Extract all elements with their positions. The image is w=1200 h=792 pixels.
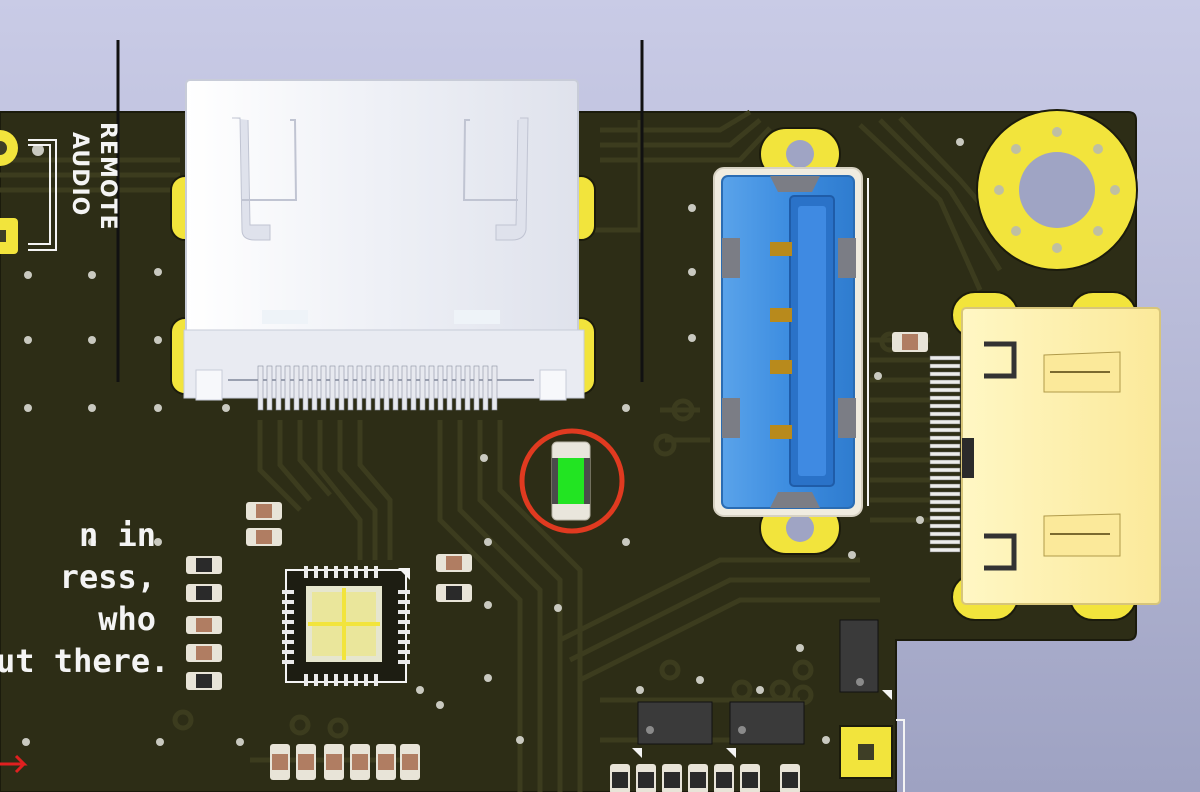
mounting-hole <box>976 109 1138 271</box>
highlighted-led[interactable] <box>519 428 625 534</box>
silk-text-line-3: who <box>98 600 156 638</box>
hdmi-pins <box>257 365 498 411</box>
pcb-vias <box>22 138 964 746</box>
qfn-pins <box>282 566 410 686</box>
silk-text-line-1: n in <box>78 516 156 554</box>
led-highlight-ring <box>519 428 625 534</box>
red-marker-icon <box>0 754 28 774</box>
left-edge-pads <box>0 130 44 254</box>
pcb-ring-pads <box>172 331 901 739</box>
silkscreen-remote-audio-label: REMOTE AUDIO <box>60 122 120 242</box>
silk-text-line-4: ut there. <box>0 642 170 680</box>
qfn-chip <box>285 568 410 683</box>
usb-connector <box>713 167 869 517</box>
resistor-r1 <box>892 332 928 352</box>
passive-components-bottom <box>270 744 800 792</box>
silkscreen-bracket <box>28 139 57 251</box>
soic-chips <box>632 619 892 758</box>
dimension-lines <box>116 40 644 382</box>
gold-connector-pins <box>929 355 961 553</box>
gold-connector <box>961 307 1161 605</box>
hdmi-connector <box>183 79 585 401</box>
test-pad <box>839 719 905 792</box>
silk-label-line-2: AUDIO <box>67 132 92 217</box>
silk-text-line-2: ress, <box>59 558 156 596</box>
silk-label-line-1: REMOTE <box>95 122 120 231</box>
silkscreen-body-text: n in ress, who ut there. <box>0 514 170 682</box>
passive-components-left <box>186 502 472 690</box>
